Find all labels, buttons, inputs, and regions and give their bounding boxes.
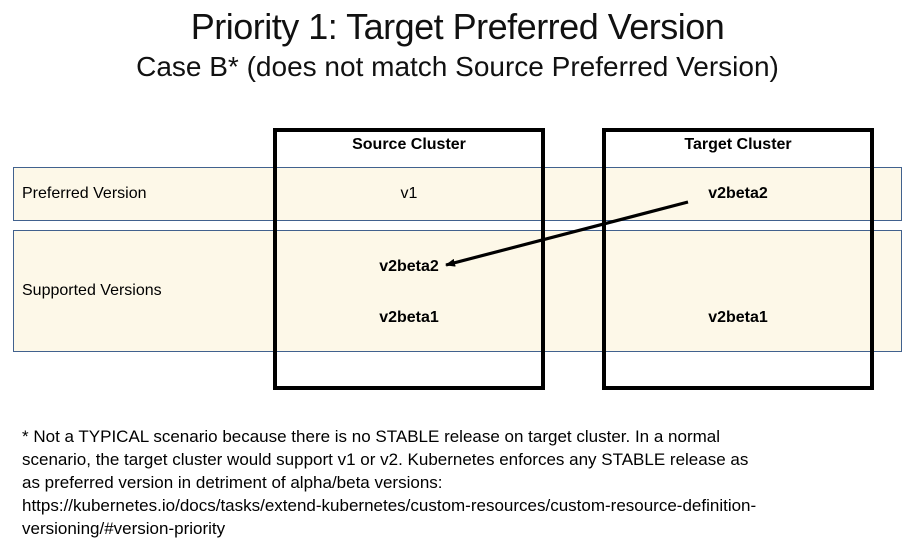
source-supported-version-2: v2beta1: [379, 309, 439, 326]
target-preferred-version-value: v2beta2: [708, 185, 768, 202]
target-cluster-header: Target Cluster: [684, 136, 792, 153]
footnote-text: * Not a TYPICAL scenario because there i…: [22, 427, 757, 538]
source-preferred-version-value: v1: [400, 185, 418, 202]
source-supported-version-1: v2beta2: [379, 258, 439, 275]
supported-versions-row-label: Supported Versions: [22, 282, 162, 299]
page-subtitle: Case B* (does not match Source Preferred…: [136, 51, 779, 82]
source-cluster-header: Source Cluster: [352, 136, 466, 153]
page-title: Priority 1: Target Preferred Version: [190, 6, 725, 47]
preferred-version-row-label: Preferred Version: [22, 185, 147, 202]
version-priority-diagram: Source Cluster Target Cluster Preferred …: [0, 120, 915, 420]
target-supported-version-1: v2beta1: [708, 309, 768, 326]
